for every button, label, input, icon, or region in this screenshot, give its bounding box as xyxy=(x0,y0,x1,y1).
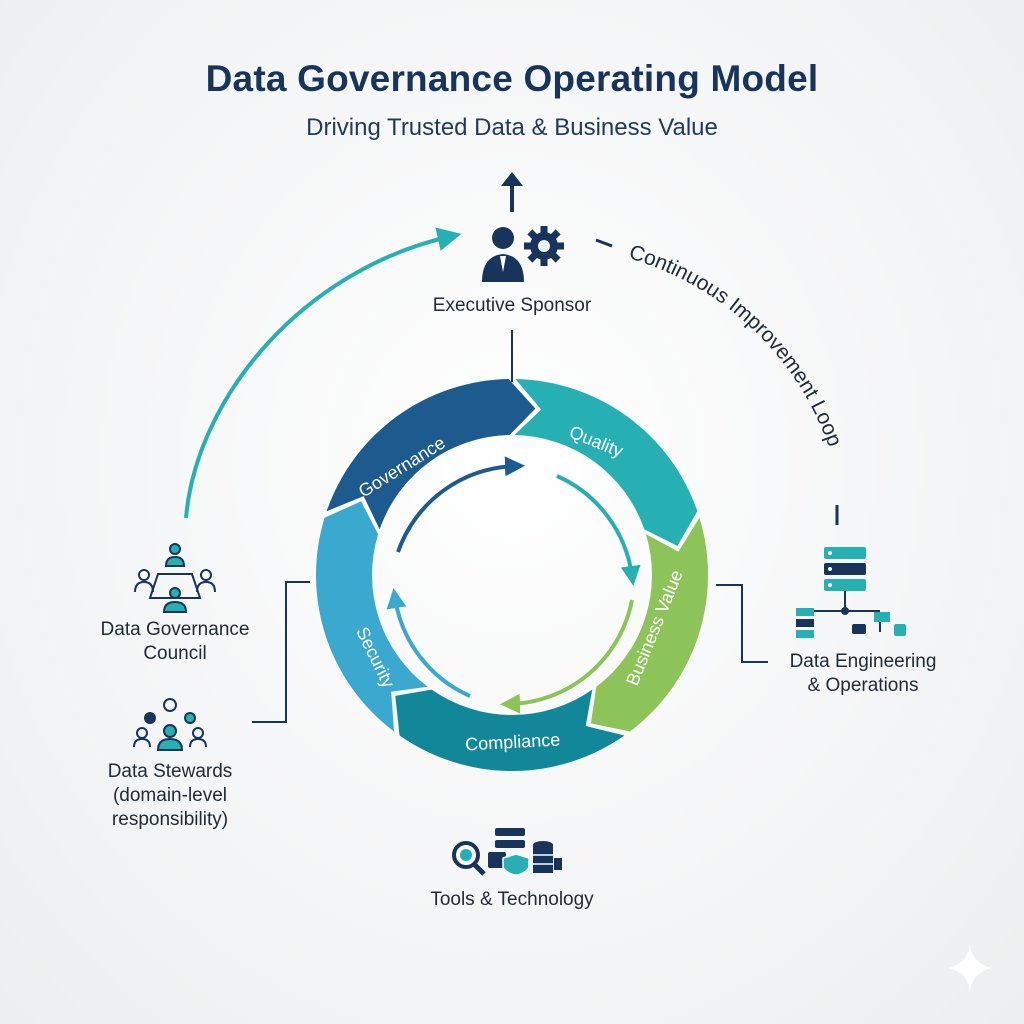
ring-segment-compliance xyxy=(395,689,625,771)
council-to-sponsor-arrow xyxy=(184,227,462,519)
engineering-label-line1: Data Engineering xyxy=(789,651,937,672)
inner-arrow-top xyxy=(396,456,525,553)
inner-arrow-right xyxy=(556,474,641,586)
stewards-label-line3: responsibility) xyxy=(111,809,229,830)
sparkle-icon xyxy=(948,944,992,992)
executive-gear-icon xyxy=(482,226,564,282)
ring-segment-governance xyxy=(326,379,536,530)
inner-arrow-bottom xyxy=(500,599,634,714)
executive-sponsor-label: Executive Sponsor xyxy=(432,295,592,316)
stewards-label-line1: Data Stewards xyxy=(107,761,233,782)
stewards-label: Data Stewards (domain-level responsibili… xyxy=(55,760,285,832)
engineering-label: Data Engineering & Operations xyxy=(748,650,978,698)
page-title: Data Governance Operating Model xyxy=(205,58,819,99)
left-connector xyxy=(252,581,310,723)
server-network-icon xyxy=(796,547,906,638)
tools-label: Tools & Technology xyxy=(430,889,594,910)
ring-segment-business-value xyxy=(590,517,708,732)
council-label-line2: Council xyxy=(143,643,207,664)
page-subtitle: Driving Trusted Data & Business Value xyxy=(306,114,718,141)
loop-label: Continuous Improvement Loop xyxy=(627,241,847,450)
ring-segment-quality xyxy=(514,379,698,546)
up-arrow-icon xyxy=(501,172,523,212)
ring-segment-security xyxy=(316,501,428,732)
council-label: Data Governance Council xyxy=(60,618,290,666)
council-meeting-icon xyxy=(134,543,216,613)
stewards-group-icon xyxy=(133,698,207,751)
council-label-line1: Data Governance xyxy=(100,619,250,640)
loop-dash-top xyxy=(595,238,613,248)
engineering-label-line2: & Operations xyxy=(807,675,919,696)
segment-label-compliance: Compliance xyxy=(465,730,561,755)
right-connector xyxy=(716,584,768,663)
stewards-label-line2: (domain-level xyxy=(112,785,228,806)
tools-tech-icon xyxy=(452,828,562,876)
inner-arrow-left xyxy=(386,588,471,698)
cycle-ring xyxy=(316,379,708,771)
